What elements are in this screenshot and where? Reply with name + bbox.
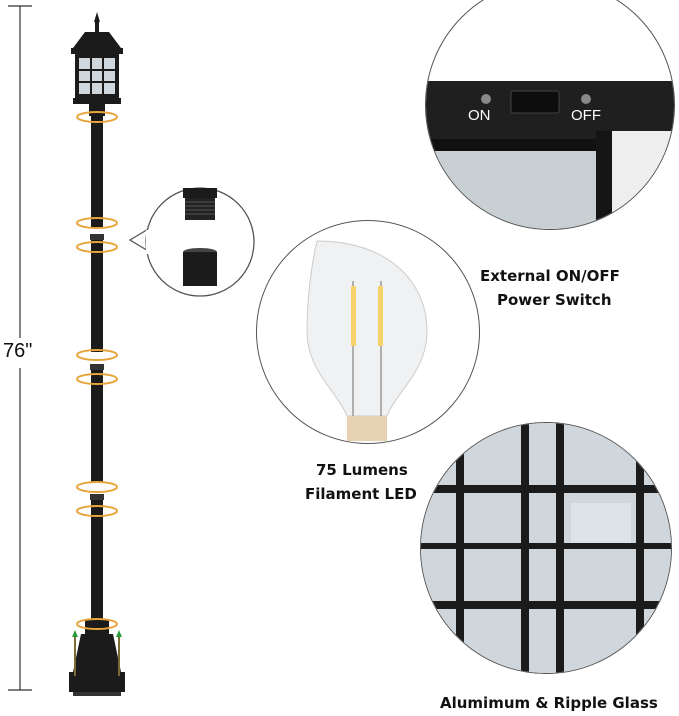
lamp-post-illustration (69, 12, 125, 696)
switch-caption-line1: External ON/OFF (480, 267, 620, 285)
switch-on-label: ON (468, 107, 491, 124)
switch-off-label: OFF (571, 107, 601, 124)
connector-detail-bubble (128, 187, 255, 297)
switch-detail-circle: ON OFF (425, 0, 675, 230)
height-label: 76" (3, 340, 33, 362)
glass-detail-circle (420, 422, 672, 674)
switch-caption-line2: Power Switch (497, 291, 612, 309)
glass-caption: Alumimum & Ripple Glass (440, 694, 658, 712)
height-dimension-line (4, 5, 38, 691)
bulb-caption-line1: 75 Lumens (316, 461, 408, 479)
bulb-detail-circle (256, 220, 480, 444)
bulb-caption-line2: Filament LED (305, 485, 417, 503)
